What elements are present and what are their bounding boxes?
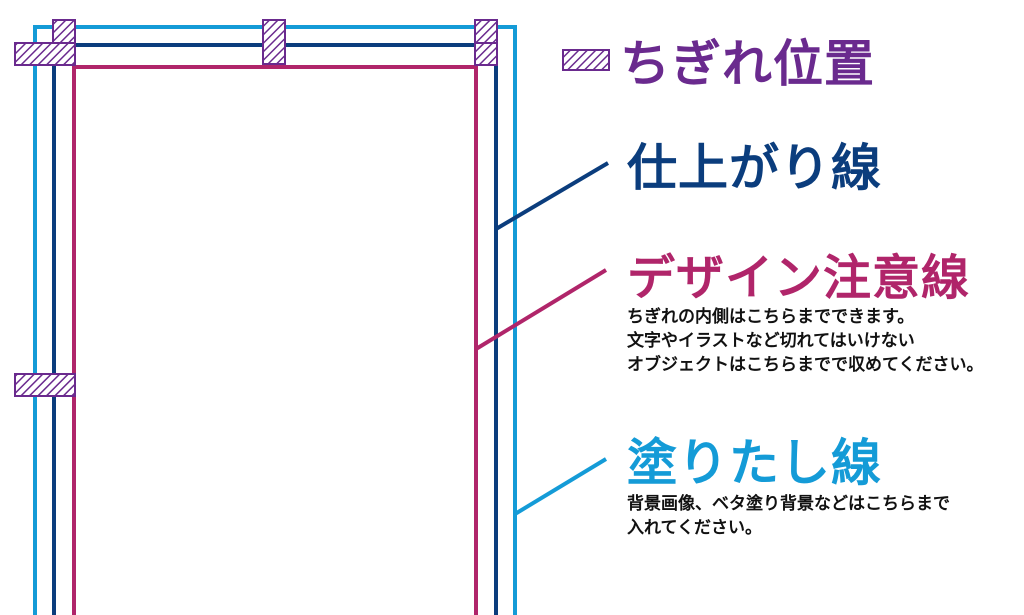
tear-markers (14, 19, 498, 397)
safety-desc-line: オブジェクトはこちらまでで収めてください。 (627, 355, 984, 375)
safety-label: デザイン注意線 (627, 250, 971, 306)
bleed-line (33, 25, 517, 615)
tear-marker (474, 42, 498, 66)
trim-label: 仕上がり線 (627, 139, 882, 197)
safety-desc-line: 文字やイラストなど切れてはいけない (627, 331, 915, 351)
safety-line (72, 65, 478, 615)
trim-line (52, 43, 498, 615)
bleed-label: 塗りたし線 (627, 434, 882, 492)
tear-legend: ちぎれ位置 (562, 24, 875, 96)
safety-leader-line (474, 268, 608, 351)
tear-swatch-icon (562, 49, 610, 71)
bleed-desc-line: 入れてください。 (627, 518, 762, 538)
tear-marker (14, 373, 76, 397)
bleed-desc-line: 背景画像、ベタ塗り背景などはこちらまで (627, 494, 950, 514)
tear-label: ちぎれ位置 (620, 35, 875, 93)
trim-leader-line (494, 161, 610, 231)
bleed-leader-line (513, 457, 608, 516)
bleed-description: 背景画像、ベタ塗り背景などはこちらまで 入れてください。 (627, 492, 950, 540)
tear-marker (262, 19, 286, 65)
tear-marker (14, 42, 76, 66)
safety-desc-line: ちぎれの内側はこちらまでできます。 (627, 307, 915, 327)
safety-description: ちぎれの内側はこちらまでできます。 文字やイラストなど切れてはいけない オブジェ… (627, 305, 984, 377)
